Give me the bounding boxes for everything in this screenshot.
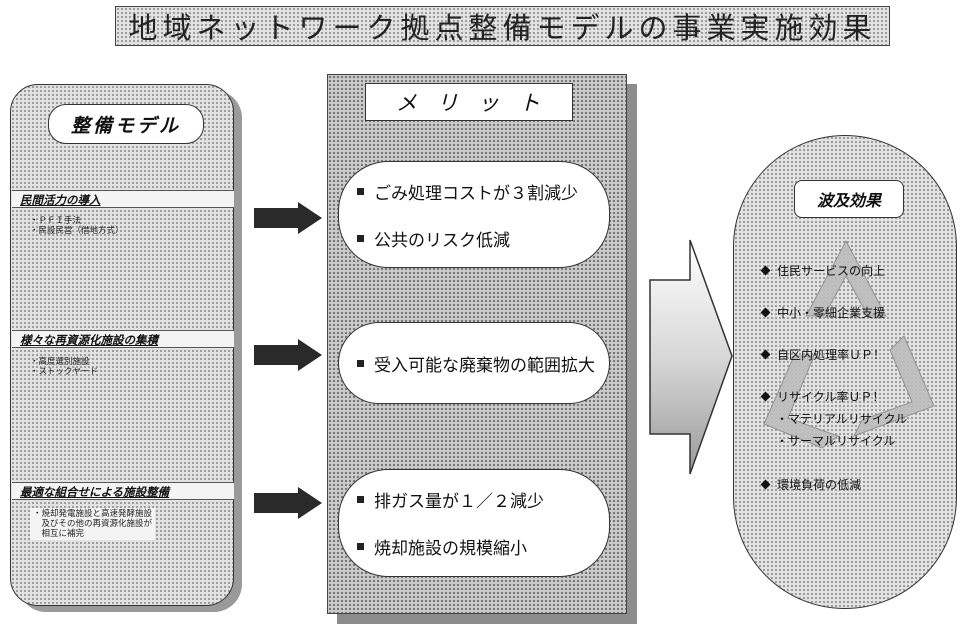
- merit-item-text: 受入可能な廃棄物の範囲拡大: [374, 355, 595, 376]
- ripple-item-text: 中小・零細企業支援: [777, 306, 886, 320]
- merit-item: 焼却施設の規模縮小: [357, 534, 609, 559]
- bullet-square-icon: [357, 187, 364, 195]
- merit-item-text: 公共のリスク低減: [374, 230, 510, 251]
- ripple-item: 環境負荷の低減: [760, 476, 862, 493]
- ripple-item: リサイクル率ＵＰ！: [760, 388, 885, 405]
- model-section-list: ・高度選別施設 ・ストックヤード: [30, 357, 98, 377]
- bullet-diamond-icon: [760, 391, 771, 402]
- ripple-item-text: 環境負荷の低減: [777, 478, 862, 492]
- arrow-right-icon: [254, 339, 322, 371]
- bullet-diamond-icon: [760, 265, 771, 276]
- big-arrow-right-icon: [649, 239, 733, 475]
- recycle-arrows-icon: [763, 239, 935, 449]
- merit-item: 排ガス量が１／２減少: [357, 487, 609, 512]
- merit-item: 受入可能な廃棄物の範囲拡大: [357, 351, 609, 376]
- bullet-diamond-icon: [760, 307, 771, 318]
- model-section-heading: 最適な組合せによる施設整備: [12, 482, 234, 500]
- model-section-item: ・民設民営（借地方式）: [30, 226, 124, 236]
- diagram-title: 地域ネットワーク拠点整備モデルの事業実施効果: [115, 6, 890, 46]
- bullet-square-icon: [357, 543, 364, 550]
- model-section-item: ・焼却発電施設と高速発酵施設: [33, 509, 153, 519]
- model-section-item: ・ストックヤード: [30, 367, 99, 377]
- ripple-subitem: ・サーマルリサイクル: [776, 434, 896, 448]
- ripple-item-text: 自区内処理率ＵＰ！: [777, 348, 886, 362]
- model-section-item: ・高度選別施設: [30, 357, 90, 367]
- model-section-heading: 様々な再資源化施設の集積: [12, 330, 234, 348]
- model-section-item: ・ＰＦＩ手法: [30, 216, 82, 226]
- model-section-list: ・ＰＦＩ手法 ・民設民営（借地方式）: [30, 216, 124, 236]
- bullet-square-icon: [357, 496, 364, 503]
- model-section-item: 及びその他の再資源化施設が: [33, 519, 153, 529]
- bullet-square-icon: [357, 234, 364, 242]
- ripple-panel-title: 波及効果: [794, 180, 904, 218]
- merit-group: 排ガス量が１／２減少 焼却施設の規模縮小: [338, 469, 610, 577]
- model-section-heading: 民間活力の導入: [12, 190, 234, 208]
- arrow-right-icon: [254, 487, 322, 519]
- merit-group: 受入可能な廃棄物の範囲拡大: [338, 322, 610, 404]
- merit-group: ごみ処理コストが３割減少 公共のリスク低減: [338, 161, 610, 268]
- merit-item-text: 排ガス量が１／２減少: [374, 492, 544, 512]
- merit-item-text: ごみ処理コストが３割減少: [374, 183, 578, 204]
- merit-item: ごみ処理コストが３割減少: [357, 179, 609, 204]
- ripple-item: 自区内処理率ＵＰ！: [760, 346, 886, 363]
- ripple-item-text: 住民サービスの向上: [777, 264, 886, 278]
- bullet-square-icon: [357, 359, 364, 367]
- ripple-item: 中小・零細企業支援: [760, 304, 886, 321]
- ripple-item: 住民サービスの向上: [760, 262, 886, 279]
- ripple-subitem: ・マテリアルリサイクル: [776, 412, 908, 426]
- bullet-diamond-icon: [760, 349, 771, 360]
- merit-panel-title: メリット: [365, 83, 573, 121]
- arrow-right-icon: [254, 202, 322, 234]
- model-panel-title: 整備モデル: [48, 104, 204, 144]
- bullet-diamond-icon: [760, 479, 771, 490]
- ripple-item-text: リサイクル率ＵＰ！: [777, 390, 885, 404]
- merit-item-text: 焼却施設の規模縮小: [374, 539, 527, 559]
- merit-item: 公共のリスク低減: [357, 226, 609, 251]
- model-section-list: ・焼却発電施設と高速発酵施設 及びその他の再資源化施設が 相互に補完: [30, 508, 156, 540]
- model-section-item: 相互に補完: [33, 529, 85, 539]
